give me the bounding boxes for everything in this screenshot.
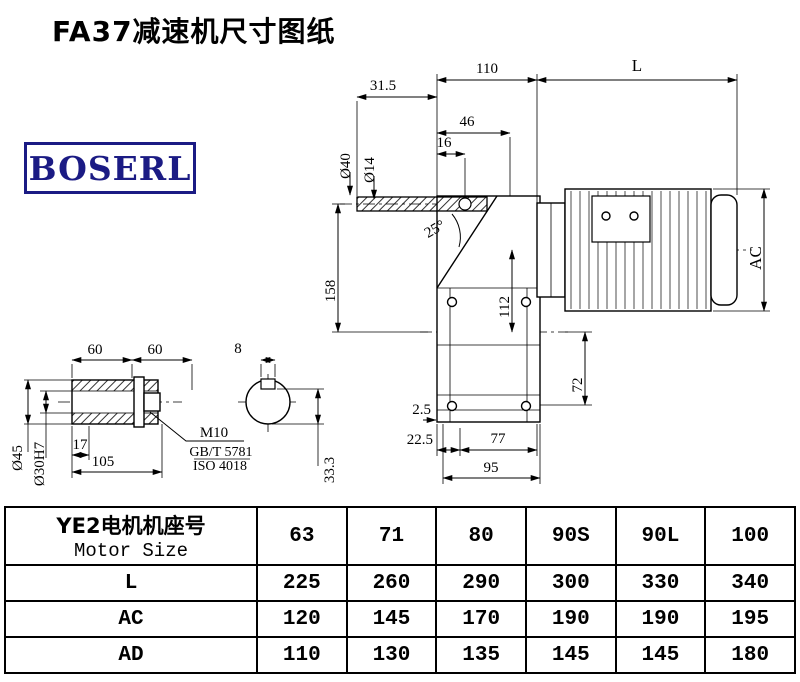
technical-drawing: 110 L 31.5 46 16 Ø40 Ø14 25° 158 112 AC … xyxy=(10,56,770,486)
dim-d40: Ø40 xyxy=(338,153,354,179)
shaft-detail-dimensions: 60 60 8 Ø45 Ø30H7 17 105 M10 GB/T 5781 I… xyxy=(10,341,338,486)
dim-72: 72 xyxy=(570,378,586,393)
table-cell: 340 xyxy=(704,564,796,602)
dim-95: 95 xyxy=(484,460,499,476)
table-row-L: L 225 260 290 300 330 340 xyxy=(4,564,796,602)
frame-size-63: 63 xyxy=(256,506,348,566)
keyway xyxy=(260,378,276,390)
row-label-L: L xyxy=(4,564,258,602)
table-cell: 170 xyxy=(435,600,527,638)
table-cell: 110 xyxy=(256,636,348,674)
motor-size-table: YE2电机机座号 Motor Size 63 71 80 90S 90L 100… xyxy=(4,506,796,674)
dim-AC: AC xyxy=(746,246,765,270)
dim-16: 16 xyxy=(437,135,453,151)
table-cell: 330 xyxy=(614,564,707,602)
page-title: FA37减速机尺寸图纸 xyxy=(52,15,336,48)
dim-d30h7: Ø30H7 xyxy=(32,441,48,486)
shaft-detail-view xyxy=(71,376,161,428)
table-cell: 190 xyxy=(524,600,617,638)
header-cn: YE2电机机座号 xyxy=(56,514,206,538)
table-cell: 300 xyxy=(524,564,617,602)
table-cell: 145 xyxy=(614,636,707,674)
dim-8: 8 xyxy=(234,341,242,357)
terminal-box xyxy=(591,195,651,243)
frame-size-100: 100 xyxy=(704,506,796,566)
table-cell: 120 xyxy=(256,600,348,638)
table-cell: 225 xyxy=(256,564,348,602)
dim-60-left: 60 xyxy=(88,342,103,358)
frame-size-80: 80 xyxy=(435,506,527,566)
dim-d14: Ø14 xyxy=(362,157,378,183)
table-row-AD: AD 110 130 135 145 145 180 xyxy=(4,636,796,674)
dim-158: 158 xyxy=(323,280,339,303)
table-cell: 260 xyxy=(345,564,438,602)
table-cell: 195 xyxy=(704,600,796,638)
table-cell: 145 xyxy=(345,600,438,638)
dim-33-3: 33.3 xyxy=(322,457,338,483)
table-cell: 135 xyxy=(435,636,527,674)
frame-size-90s: 90S xyxy=(524,506,617,566)
dim-17: 17 xyxy=(73,437,89,453)
dim-112: 112 xyxy=(497,296,513,318)
dim-31-5: 31.5 xyxy=(370,78,396,94)
dim-L: L xyxy=(632,56,642,75)
dim-60-right: 60 xyxy=(148,342,163,358)
frame-size-90l: 90L xyxy=(614,506,707,566)
dim-22-5: 22.5 xyxy=(407,432,433,448)
shaft-cross-section xyxy=(245,378,291,425)
frame-size-71: 71 xyxy=(345,506,438,566)
dim-2-5: 2.5 xyxy=(412,402,431,418)
table-cell: 190 xyxy=(614,600,707,638)
dim-105: 105 xyxy=(92,454,115,470)
fan-cover xyxy=(710,194,738,306)
logo-text: BOSERL xyxy=(28,148,192,188)
motor xyxy=(536,188,738,312)
row-label-AD: AD xyxy=(4,636,258,674)
dim-77: 77 xyxy=(491,431,507,447)
table-cell: 130 xyxy=(345,636,438,674)
table-header-row: YE2电机机座号 Motor Size 63 71 80 90S 90L 100 xyxy=(4,506,796,566)
dim-46: 46 xyxy=(460,114,476,130)
table-row-AC: AC 120 145 170 190 190 195 xyxy=(4,600,796,638)
row-label-AC: AC xyxy=(4,600,258,638)
dim-110: 110 xyxy=(476,61,498,77)
gearbox-housing xyxy=(436,195,541,423)
table-cell: 145 xyxy=(524,636,617,674)
table-cell: 290 xyxy=(435,564,527,602)
boserl-logo: BOSERL xyxy=(24,142,196,194)
input-shaft xyxy=(356,196,488,212)
header-en: Motor Size xyxy=(73,540,189,562)
thread-spec: M10 xyxy=(200,425,228,441)
standard-iso: ISO 4018 xyxy=(193,459,247,474)
standard-gb: GB/T 5781 xyxy=(189,445,252,460)
dim-d45: Ø45 xyxy=(10,445,26,471)
motor-size-header: YE2电机机座号 Motor Size xyxy=(4,506,258,566)
table-cell: 180 xyxy=(704,636,796,674)
